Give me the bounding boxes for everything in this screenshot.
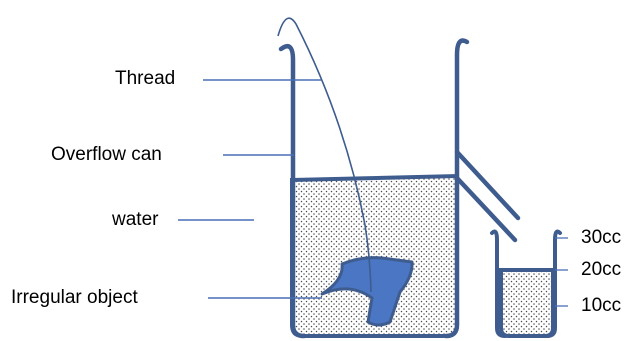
overflow-can-left-wall xyxy=(278,44,307,339)
scale-label-10cc: 10cc xyxy=(581,295,622,316)
scale-label-30cc: 30cc xyxy=(581,227,622,248)
spout-upper-edge xyxy=(454,149,521,221)
label-thread: Thread xyxy=(115,68,176,89)
measuring-cylinder-right-wall xyxy=(545,229,562,338)
label-water: water xyxy=(112,209,159,230)
overflow-can-right-wall xyxy=(443,38,470,339)
irregular-object xyxy=(320,256,414,327)
cylinder-water xyxy=(499,268,555,338)
label-irregular-object: Irregular object xyxy=(11,287,138,308)
measuring-cylinder-left-wall xyxy=(490,229,507,338)
spout-lower-edge xyxy=(454,175,518,243)
scale-label-20cc: 20cc xyxy=(581,259,622,280)
label-overflow-can: Overflow can xyxy=(51,144,162,165)
thread xyxy=(277,17,372,293)
